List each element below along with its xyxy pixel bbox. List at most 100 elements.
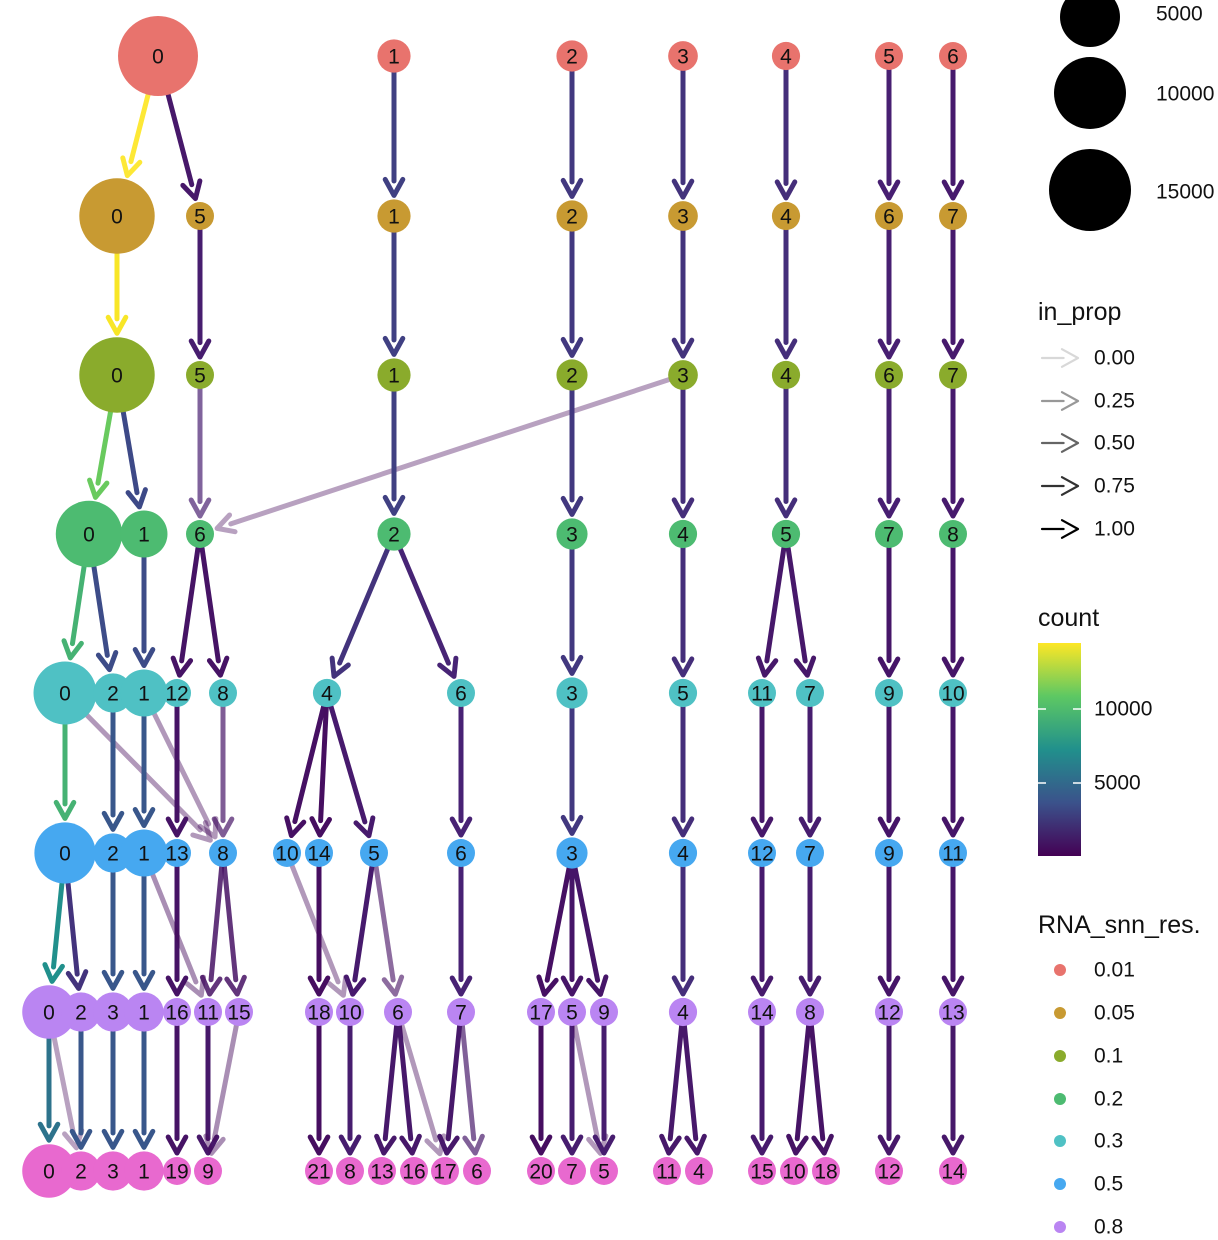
- edge-arrowhead: [811, 1133, 834, 1156]
- in-prop-legend-title: in_prop: [1038, 298, 1121, 326]
- tree-edge-e10-f11: [941, 704, 965, 838]
- tree-edge-f6-g7: [449, 864, 473, 997]
- tree-node: 0: [79, 178, 155, 254]
- edge-arrowhead: [188, 497, 212, 519]
- tree-edge-a4-b4: [774, 67, 798, 201]
- tree-edge-g18-h21: [307, 1023, 331, 1156]
- resolution-legend-label: 0.8: [1094, 1216, 1123, 1239]
- tree-node: 5: [590, 1157, 618, 1185]
- tree-node-circle: [400, 1157, 428, 1185]
- tree-edge-d6-e8: [199, 545, 230, 678]
- tree-edge-a5-b6: [877, 67, 901, 201]
- tree-node-label: 3: [677, 365, 689, 388]
- edge-arrowhead: [196, 1134, 220, 1156]
- edge-arrowhead: [586, 974, 609, 997]
- tree-node: 2: [61, 1151, 101, 1191]
- edge-line: [373, 864, 396, 983]
- tree-node: 9: [875, 839, 903, 867]
- edge-arrowhead: [462, 1133, 485, 1156]
- tree-edge-c0-d0: [87, 409, 113, 500]
- tree-node-circle: [556, 677, 588, 709]
- tree-node: 0: [22, 985, 76, 1039]
- tree-edge-d5-e7: [785, 545, 817, 678]
- tree-edge-d0-e0: [61, 564, 87, 661]
- tree-node: 13: [939, 998, 967, 1026]
- tree-node-circle: [225, 998, 253, 1026]
- tree-node-label: 12: [750, 843, 773, 866]
- tree-node-circle: [558, 998, 586, 1026]
- tree-node-label: 6: [455, 683, 467, 706]
- edge-arrowhead: [132, 807, 156, 829]
- resolution-legend-dot: [1054, 1050, 1066, 1062]
- tree-node-circle: [556, 40, 588, 72]
- tree-node: 1: [120, 669, 168, 717]
- tree-edge-f12-g14: [750, 864, 774, 997]
- count-colorbar: [1038, 643, 1081, 856]
- tree-node-label: 17: [433, 1161, 456, 1184]
- tree-node-label: 10: [782, 1161, 805, 1184]
- tree-node: 3: [556, 518, 588, 550]
- tree-node-circle: [939, 679, 967, 707]
- resolution-legend-label: 0.1: [1094, 1045, 1123, 1068]
- tree-node: 6: [463, 1157, 491, 1185]
- tree-edge-b3-c3: [671, 228, 695, 359]
- resolution-legend-label: 0.01: [1094, 959, 1135, 982]
- tree-edge-e1-f1: [132, 713, 156, 829]
- resolution-legend-title: RNA_snn_res.: [1038, 911, 1201, 939]
- tree-node-circle: [120, 669, 168, 717]
- tree-node: 10: [939, 679, 967, 707]
- edge-arrowhead: [1060, 348, 1080, 368]
- tree-edge-g8-h10: [786, 1023, 812, 1156]
- edge-arrowhead: [382, 176, 406, 198]
- tree-node-label: 3: [677, 46, 689, 69]
- tree-node-circle: [447, 679, 475, 707]
- tree-node-circle: [771, 360, 801, 390]
- edge-arrowhead: [941, 179, 965, 201]
- resolution-legend-dot: [1054, 964, 1066, 976]
- tree-node-label: 8: [344, 1161, 356, 1184]
- edge-arrowhead: [941, 338, 965, 360]
- tree-node-label: 2: [75, 1002, 87, 1025]
- edge-arrowhead: [132, 969, 156, 991]
- edge-line: [51, 880, 65, 970]
- tree-node-circle: [939, 42, 967, 70]
- edge-arrowhead: [165, 975, 189, 997]
- tree-node: 11: [748, 679, 776, 707]
- tree-node-label: 17: [529, 1002, 552, 1025]
- edge-arrowhead: [755, 655, 779, 678]
- tree-edge-f8-g15: [221, 864, 247, 997]
- tree-node-circle: [163, 998, 191, 1026]
- tree-node-label: 13: [941, 1002, 964, 1025]
- tree-node-circle: [875, 202, 903, 230]
- edge-arrowhead: [671, 178, 695, 200]
- tree-node: 7: [939, 361, 967, 389]
- tree-node-circle: [685, 1157, 713, 1185]
- tree-edge-d3-e3: [560, 547, 584, 676]
- tree-node: 1: [120, 829, 168, 877]
- tree-node-label: 6: [471, 1161, 483, 1184]
- tree-edge-a0-b0: [120, 92, 151, 179]
- tree-node-label: 7: [883, 524, 895, 547]
- tree-node-circle: [668, 41, 698, 71]
- edge-arrowhead: [65, 969, 89, 991]
- tree-edge-a3-b3: [671, 68, 695, 200]
- edge-arrowhead: [877, 656, 901, 678]
- tree-node-label: 0: [43, 1002, 55, 1025]
- edge-line: [289, 863, 341, 985]
- tree-node: 12: [875, 1157, 903, 1185]
- tree-edge-f8-g11: [199, 864, 225, 997]
- edge-arrowhead: [329, 655, 351, 679]
- in-prop-legend-label: 1.00: [1094, 518, 1135, 541]
- tree-node-label: 8: [804, 1002, 816, 1025]
- edge-line: [328, 704, 368, 825]
- resolution-legend-dot: [1054, 1178, 1066, 1190]
- tree-node-label: 4: [677, 524, 689, 547]
- tree-node-label: 13: [165, 843, 188, 866]
- tree-node-label: 14: [941, 1161, 965, 1184]
- tree-node: 1: [124, 1151, 164, 1191]
- tree-node-label: 11: [751, 683, 773, 706]
- tree-node-circle: [312, 678, 342, 708]
- tree-node-label: 4: [677, 843, 689, 866]
- tree-edge-g7-h6: [459, 1023, 485, 1156]
- edge-arrowhead: [449, 816, 473, 838]
